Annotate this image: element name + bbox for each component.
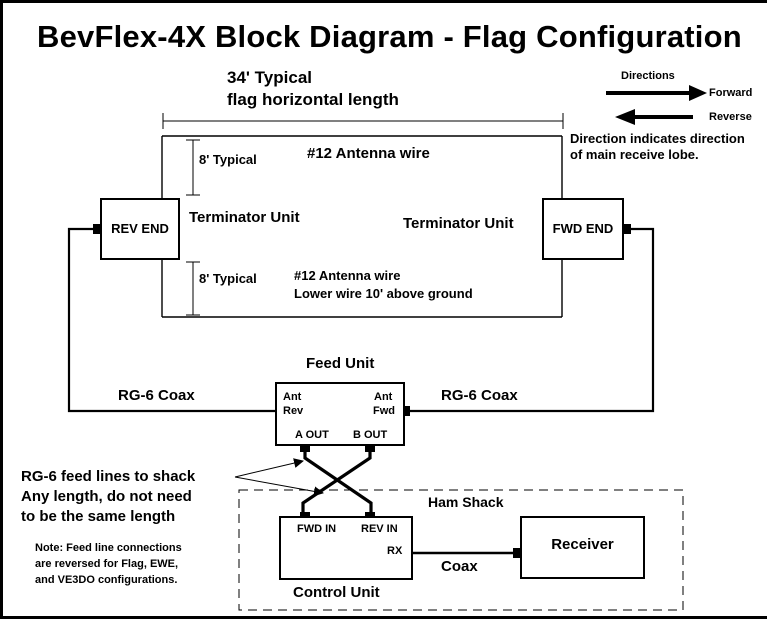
fwd-end-box: FWD END xyxy=(542,198,624,260)
coax-left-label: RG-6 Coax xyxy=(118,387,195,404)
feed-lines-label-2: Any length, do not need xyxy=(21,488,192,505)
note-line-3: and VE3DO configurations. xyxy=(35,574,178,586)
direction-arrows xyxy=(606,85,707,125)
top-height-label: 8' Typical xyxy=(199,152,257,167)
diagram-title: BevFlex-4X Block Diagram - Flag Configur… xyxy=(37,19,742,54)
control-rx: RX xyxy=(387,545,403,557)
dimension-label-2: flag horizontal length xyxy=(227,90,399,109)
ham-shack-label: Ham Shack xyxy=(428,494,504,510)
feed-unit-label: Feed Unit xyxy=(306,355,375,372)
feed-lines-label-3: to be the same length xyxy=(21,508,176,525)
note-line-2: are reversed for Flag, EWE, xyxy=(35,558,179,570)
coax-link-label: Coax xyxy=(441,558,478,575)
feed-ant-fwd-2: Fwd xyxy=(373,405,395,417)
bottom-wire-label-1: #12 Antenna wire xyxy=(294,268,401,283)
antenna-loop xyxy=(161,135,563,318)
direction-note-2: of main receive lobe. xyxy=(570,147,699,162)
terminator-left-label: Terminator Unit xyxy=(189,209,300,226)
control-fwd-in: FWD IN xyxy=(297,523,337,535)
fwd-end-label: FWD END xyxy=(552,221,614,236)
dimension-label-1: 34' Typical xyxy=(227,68,312,87)
direction-note-1: Direction indicates direction xyxy=(570,131,745,146)
note-line-1: Note: Feed line connections xyxy=(35,542,182,554)
feed-label-pointers xyxy=(234,458,324,497)
bottom-wire-label-2: Lower wire 10' above ground xyxy=(294,286,473,301)
feed-lines-label-1: RG-6 feed lines to shack xyxy=(21,468,196,485)
ham-shack-outline xyxy=(238,489,684,611)
height-dimensions xyxy=(186,139,200,316)
direction-reverse-label: Reverse xyxy=(709,111,752,123)
feed-a-out: A OUT xyxy=(295,429,329,441)
directions-heading: Directions xyxy=(621,70,675,82)
control-unit-box: FWD IN REV IN RX xyxy=(279,516,413,580)
coax-runs xyxy=(67,227,655,413)
top-wire-label: #12 Antenna wire xyxy=(307,145,430,162)
feed-unit-box: Ant Rev Ant Fwd A OUT B OUT xyxy=(275,382,405,446)
direction-forward-label: Forward xyxy=(709,87,753,99)
receiver-label: Receiver xyxy=(551,536,614,553)
coax-right-label: RG-6 Coax xyxy=(441,387,518,404)
control-rev-in: REV IN xyxy=(361,523,398,535)
rev-end-label: REV END xyxy=(111,221,169,236)
feed-lines xyxy=(301,452,373,512)
feed-ant-fwd-1: Ant xyxy=(374,391,393,403)
control-unit-label: Control Unit xyxy=(293,584,380,601)
feed-ant-rev-1: Ant xyxy=(283,391,302,403)
feed-b-out: B OUT xyxy=(353,429,388,441)
rev-end-box: REV END xyxy=(100,198,180,260)
terminator-right-label: Terminator Unit xyxy=(403,215,514,232)
dimension-line xyxy=(162,113,564,129)
bottom-height-label: 8' Typical xyxy=(199,271,257,286)
receiver-box: Receiver xyxy=(520,516,645,579)
feed-ant-rev-2: Rev xyxy=(283,405,304,417)
